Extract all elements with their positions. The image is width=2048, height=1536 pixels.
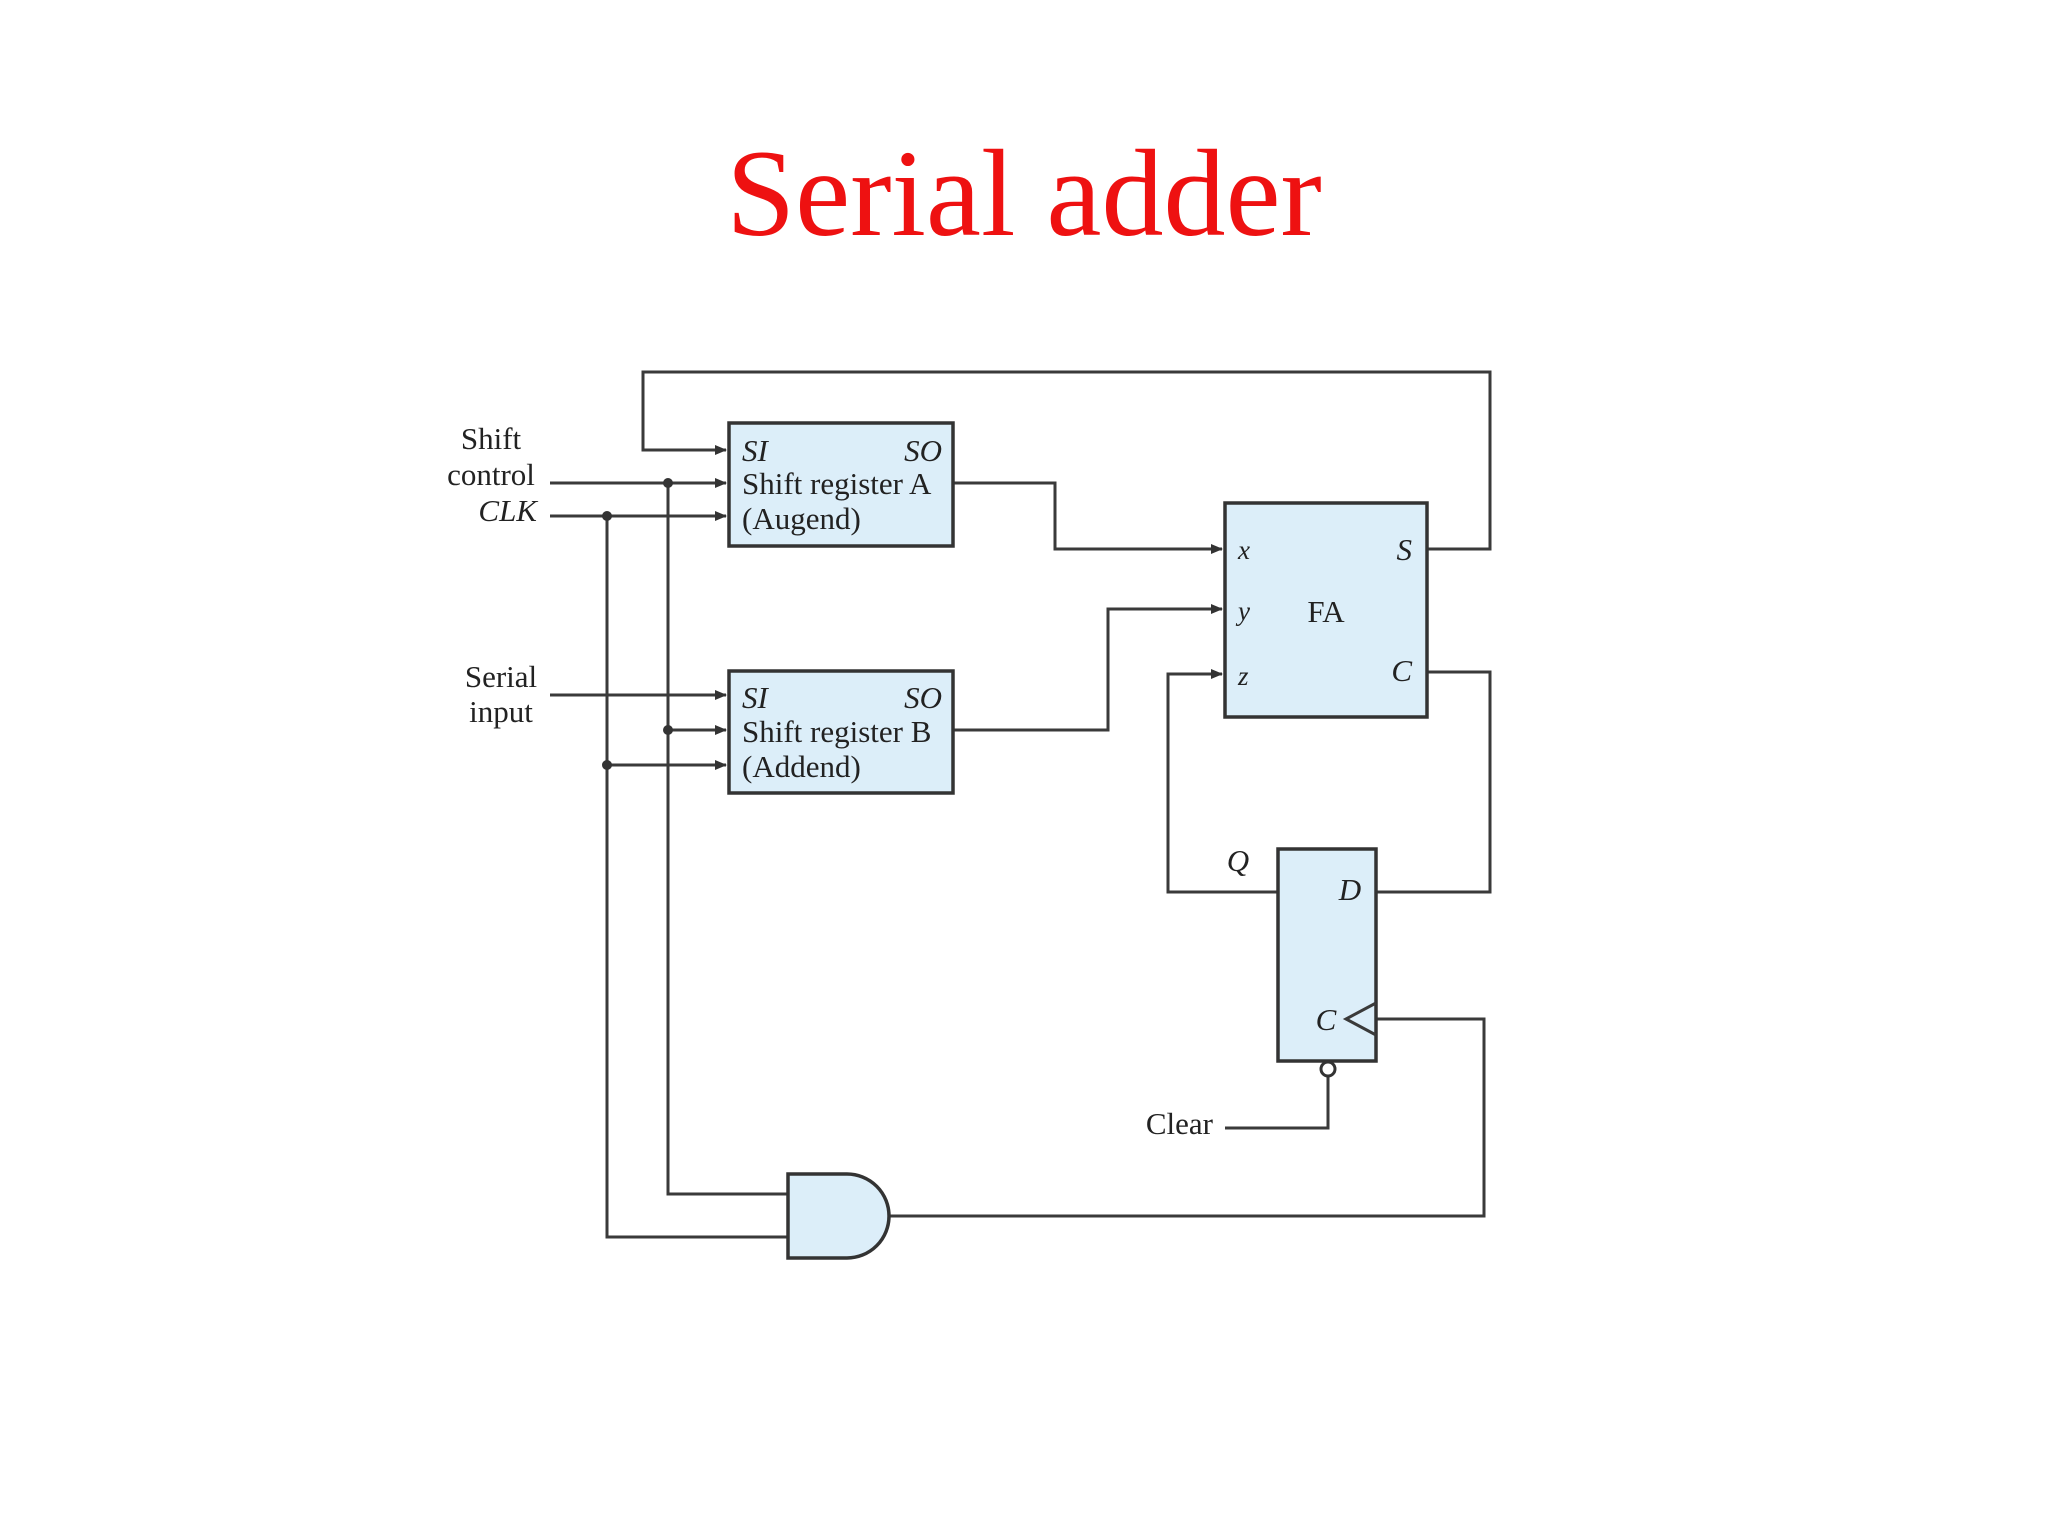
fa-y-label: y bbox=[1235, 596, 1250, 626]
clear-label: Clear bbox=[1146, 1106, 1214, 1141]
wire-sum-feedback bbox=[641, 370, 1492, 551]
shift-register-b: SI SO Shift register B (Addend) bbox=[727, 669, 955, 795]
full-adder: x y z FA S C bbox=[1223, 501, 1429, 719]
serial-input-label-line1: Serial bbox=[465, 659, 537, 694]
wire-clear bbox=[1225, 1076, 1330, 1130]
wire-a-to-x bbox=[953, 481, 1223, 554]
wire-carry-to-d bbox=[1376, 670, 1492, 894]
d-flip-flop: Q D C bbox=[1227, 843, 1378, 1078]
serial-input-label-line2: input bbox=[469, 694, 533, 729]
register-a-role: (Augend) bbox=[742, 501, 861, 536]
wire-shift-control-bus bbox=[666, 483, 788, 1196]
wire-q-to-z bbox=[1166, 669, 1278, 894]
wire-b-to-y bbox=[953, 604, 1223, 732]
shift-register-a: SI SO Shift register A (Augend) bbox=[727, 421, 955, 548]
junction-dot bbox=[602, 760, 612, 770]
ff-q-label: Q bbox=[1227, 843, 1249, 878]
ff-clock-label: C bbox=[1316, 1002, 1337, 1037]
register-b-si-label: SI bbox=[742, 680, 770, 715]
ff-d-label: D bbox=[1338, 872, 1361, 907]
junction-dot bbox=[663, 725, 673, 735]
junction-dot bbox=[663, 478, 673, 488]
junction-dot bbox=[602, 511, 612, 521]
clk-label: CLK bbox=[478, 493, 539, 528]
and-gate bbox=[786, 1172, 891, 1260]
wires bbox=[550, 370, 1492, 1239]
register-a-si-label: SI bbox=[742, 433, 770, 468]
fa-name: FA bbox=[1307, 594, 1345, 629]
register-b-name: Shift register B bbox=[742, 714, 931, 749]
register-a-so-label: SO bbox=[904, 433, 942, 468]
fa-sum-label: S bbox=[1397, 532, 1413, 567]
input-labels: Shift control CLK Serial input Clear bbox=[447, 421, 1214, 1141]
shift-control-label-line2: control bbox=[447, 457, 535, 492]
shift-control-label-line1: Shift bbox=[461, 421, 522, 456]
register-b-role: (Addend) bbox=[742, 749, 861, 784]
wire-and-to-ff-clock bbox=[889, 1017, 1486, 1218]
register-a-name: Shift register A bbox=[742, 466, 932, 501]
fa-z-label: z bbox=[1237, 661, 1249, 691]
fa-x-label: x bbox=[1237, 535, 1250, 565]
fa-carry-label: C bbox=[1391, 653, 1412, 688]
slide-title: Serial adder bbox=[726, 125, 1322, 262]
register-b-so-label: SO bbox=[904, 680, 942, 715]
wire-clk-bus bbox=[605, 516, 788, 1239]
ff-clear-bubble bbox=[1319, 1060, 1337, 1078]
junctions bbox=[602, 478, 673, 770]
ff-clock-triangle bbox=[1342, 1001, 1377, 1037]
